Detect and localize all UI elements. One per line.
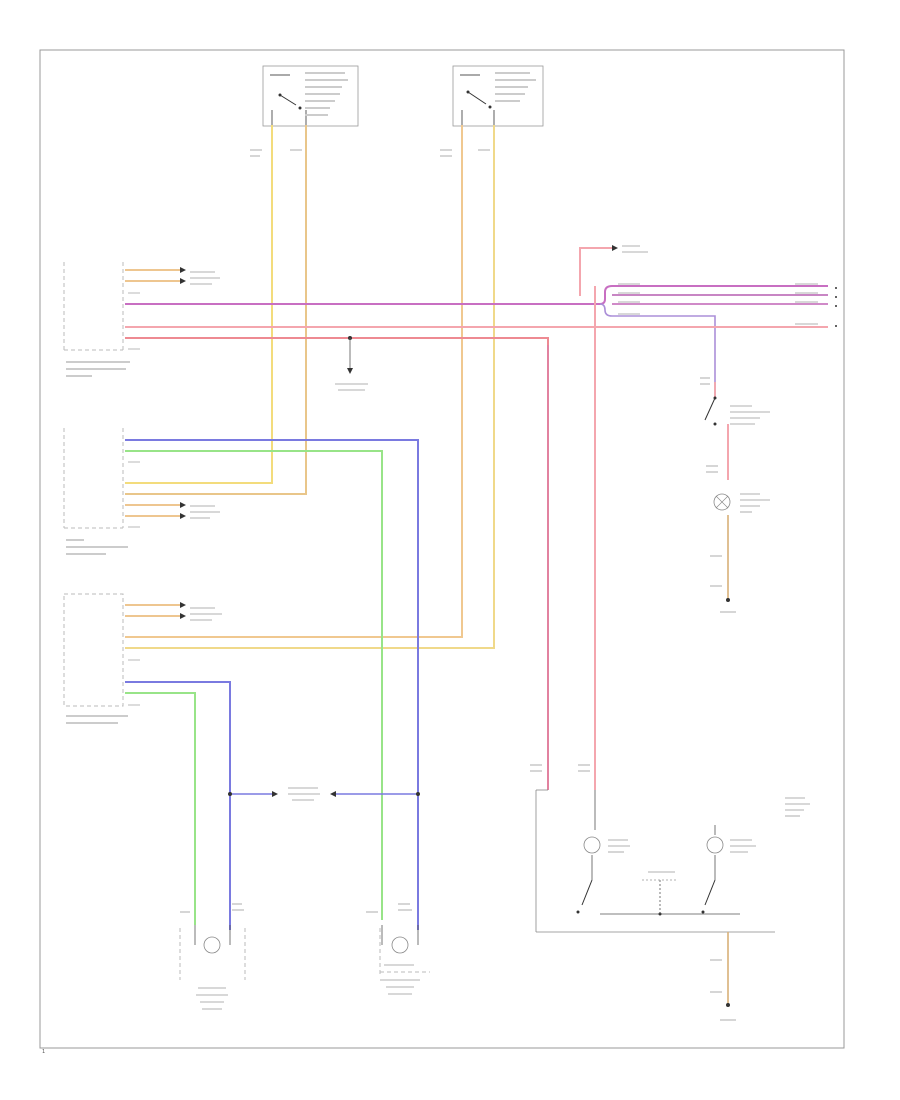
module-top-left [63, 262, 130, 377]
right-edge-connector [835, 287, 837, 327]
wire-green-module3 [125, 692, 196, 925]
wire-red-module1-b [125, 337, 549, 790]
module-text-block [66, 539, 128, 555]
lower-left-lamp [179, 925, 246, 1010]
wire-tan-switch1-b [125, 125, 307, 495]
diagram-frame [39, 49, 845, 1049]
front-compartment-lamp-switch [262, 65, 359, 127]
wire-violet-right [599, 303, 716, 382]
module-text-block [66, 715, 128, 724]
lower-right-lamp-box [535, 789, 810, 933]
module-middle-left [63, 428, 128, 555]
module3-stubs [125, 602, 222, 621]
lower-middle-lamp [379, 925, 430, 995]
switch-text-block [495, 72, 536, 102]
switch-text-block [305, 72, 348, 116]
wire-yellow-switch1-a [125, 125, 273, 484]
module1-stubs [125, 267, 220, 285]
upper-loop-tag [622, 245, 648, 253]
rear-compartment-lamp-switch [452, 65, 544, 127]
module-pin-tags [128, 292, 140, 706]
module-text-block [66, 361, 130, 377]
module-lower-left [63, 593, 128, 724]
wire-green-module2 [125, 450, 383, 920]
page-number: 1 [42, 1049, 45, 1055]
wire-yellow-switch2-b [125, 125, 495, 649]
right-lamp [713, 493, 770, 513]
right-switch [704, 382, 770, 426]
wire-pink-upper-loop [579, 247, 612, 296]
wire-blue-module3 [125, 681, 231, 930]
ground-right [720, 598, 736, 613]
ground-bottom [720, 1003, 736, 1021]
right-wire-tags [618, 283, 818, 325]
wire-tags-vertical [180, 149, 722, 993]
module2-stubs [125, 502, 220, 519]
wire-orange-switch2-a [125, 125, 463, 638]
blue-branch-connector [228, 787, 420, 801]
splice-to-other-system [335, 336, 368, 391]
wire-blue-module2 [125, 439, 419, 930]
